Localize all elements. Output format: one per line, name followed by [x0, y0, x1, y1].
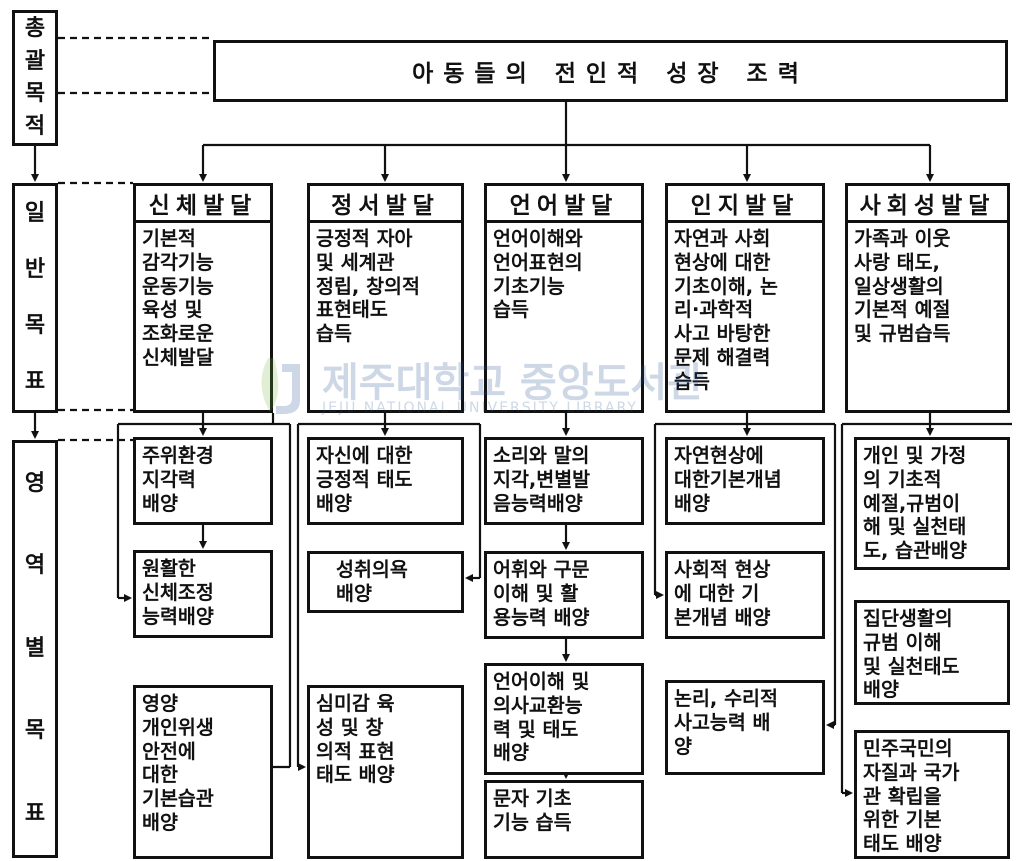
- general-goal-social: 가족과 이웃 사랑 태도, 일상생활의 기본적 예절 및 규범습득: [845, 220, 1010, 413]
- specific-goal: 집단생활의 규범 이해 및 실천태도 배양: [854, 600, 1010, 705]
- side-char: 일: [24, 200, 46, 226]
- specific-goal: 성취의욕 배양: [307, 551, 464, 613]
- general-goal-cognitive: 자연과 사회 현상에 대한 기초이해, 논 리·과학적 사고 바탕한 문제 해결…: [665, 220, 825, 413]
- side-char: 영: [24, 471, 46, 497]
- side-char: 목: [24, 718, 46, 744]
- specific-goal: 어휘와 구문 이해 및 활 용능력 배양: [484, 551, 644, 639]
- general-goal-emotional: 긍정적 자아 및 세계관 정립, 창의적 표현태도 습득: [307, 220, 464, 413]
- specific-goal: 원활한 신체조정 능력배양: [133, 550, 273, 638]
- side-char: 괄: [24, 48, 46, 74]
- specific-goal: 민주국민의 자질과 국가 관 확립을 위한 기본 태도 배양: [854, 730, 1010, 859]
- general-goal-physical: 기본적 감각기능 운동기능 육성 및 조화로운 신체발달: [133, 220, 273, 413]
- heading-emotional: 정서발달: [307, 183, 464, 223]
- specific-goal: 언어이해 및 의사교환능 력 및 태도 배양: [484, 663, 644, 775]
- side-label-overall-goal: 총 괄 목 적: [12, 10, 58, 146]
- specific-goal: 문자 기초 기능 습득: [484, 780, 644, 859]
- specific-goal: 자연현상에 대한기본개념 배양: [665, 437, 825, 525]
- side-char: 표: [24, 800, 46, 826]
- specific-goal: 소리와 말의 지각,변별발 음능력배양: [484, 437, 644, 525]
- side-char: 별: [24, 635, 46, 661]
- side-char: 적: [24, 113, 46, 139]
- side-label-domain-goal: 영 역 별 목 표: [12, 440, 58, 858]
- side-label-general-goal: 일 반 목 표: [12, 183, 58, 413]
- general-goal-language: 언어이해와 언어표현의 기초기능 습득: [484, 220, 644, 413]
- specific-goal: 영양 개인위생 안전에 대한 기본습관 배양: [133, 685, 273, 859]
- specific-goal: 개인 및 가정 의 기초적 예절,규범이 해 및 실천태 도, 습관배양: [854, 437, 1010, 570]
- specific-goal: 사회적 현상 에 대한 기 본개념 배양: [665, 551, 825, 639]
- side-char: 반: [24, 256, 46, 282]
- heading-language: 언어발달: [484, 183, 644, 223]
- specific-goal: 주위환경 지각력 배양: [133, 437, 273, 525]
- heading-physical: 신체발달: [133, 183, 273, 223]
- specific-goal: 심미감 육 성 및 창 의적 표현 태도 배양: [307, 685, 464, 859]
- side-char: 역: [24, 553, 46, 579]
- side-char: 총: [24, 16, 46, 42]
- specific-goal: 자신에 대한 긍정적 태도 배양: [307, 437, 464, 525]
- side-char: 목: [24, 81, 46, 107]
- side-char: 표: [24, 368, 46, 394]
- heading-cognitive: 인지발달: [665, 183, 825, 223]
- heading-social: 사회성발달: [845, 183, 1010, 223]
- overall-goal-box: 아동들의 전인적 성장 조력: [213, 40, 1008, 102]
- side-char: 목: [24, 312, 46, 338]
- specific-goal: 논리, 수리적 사고능력 배 양: [665, 680, 825, 775]
